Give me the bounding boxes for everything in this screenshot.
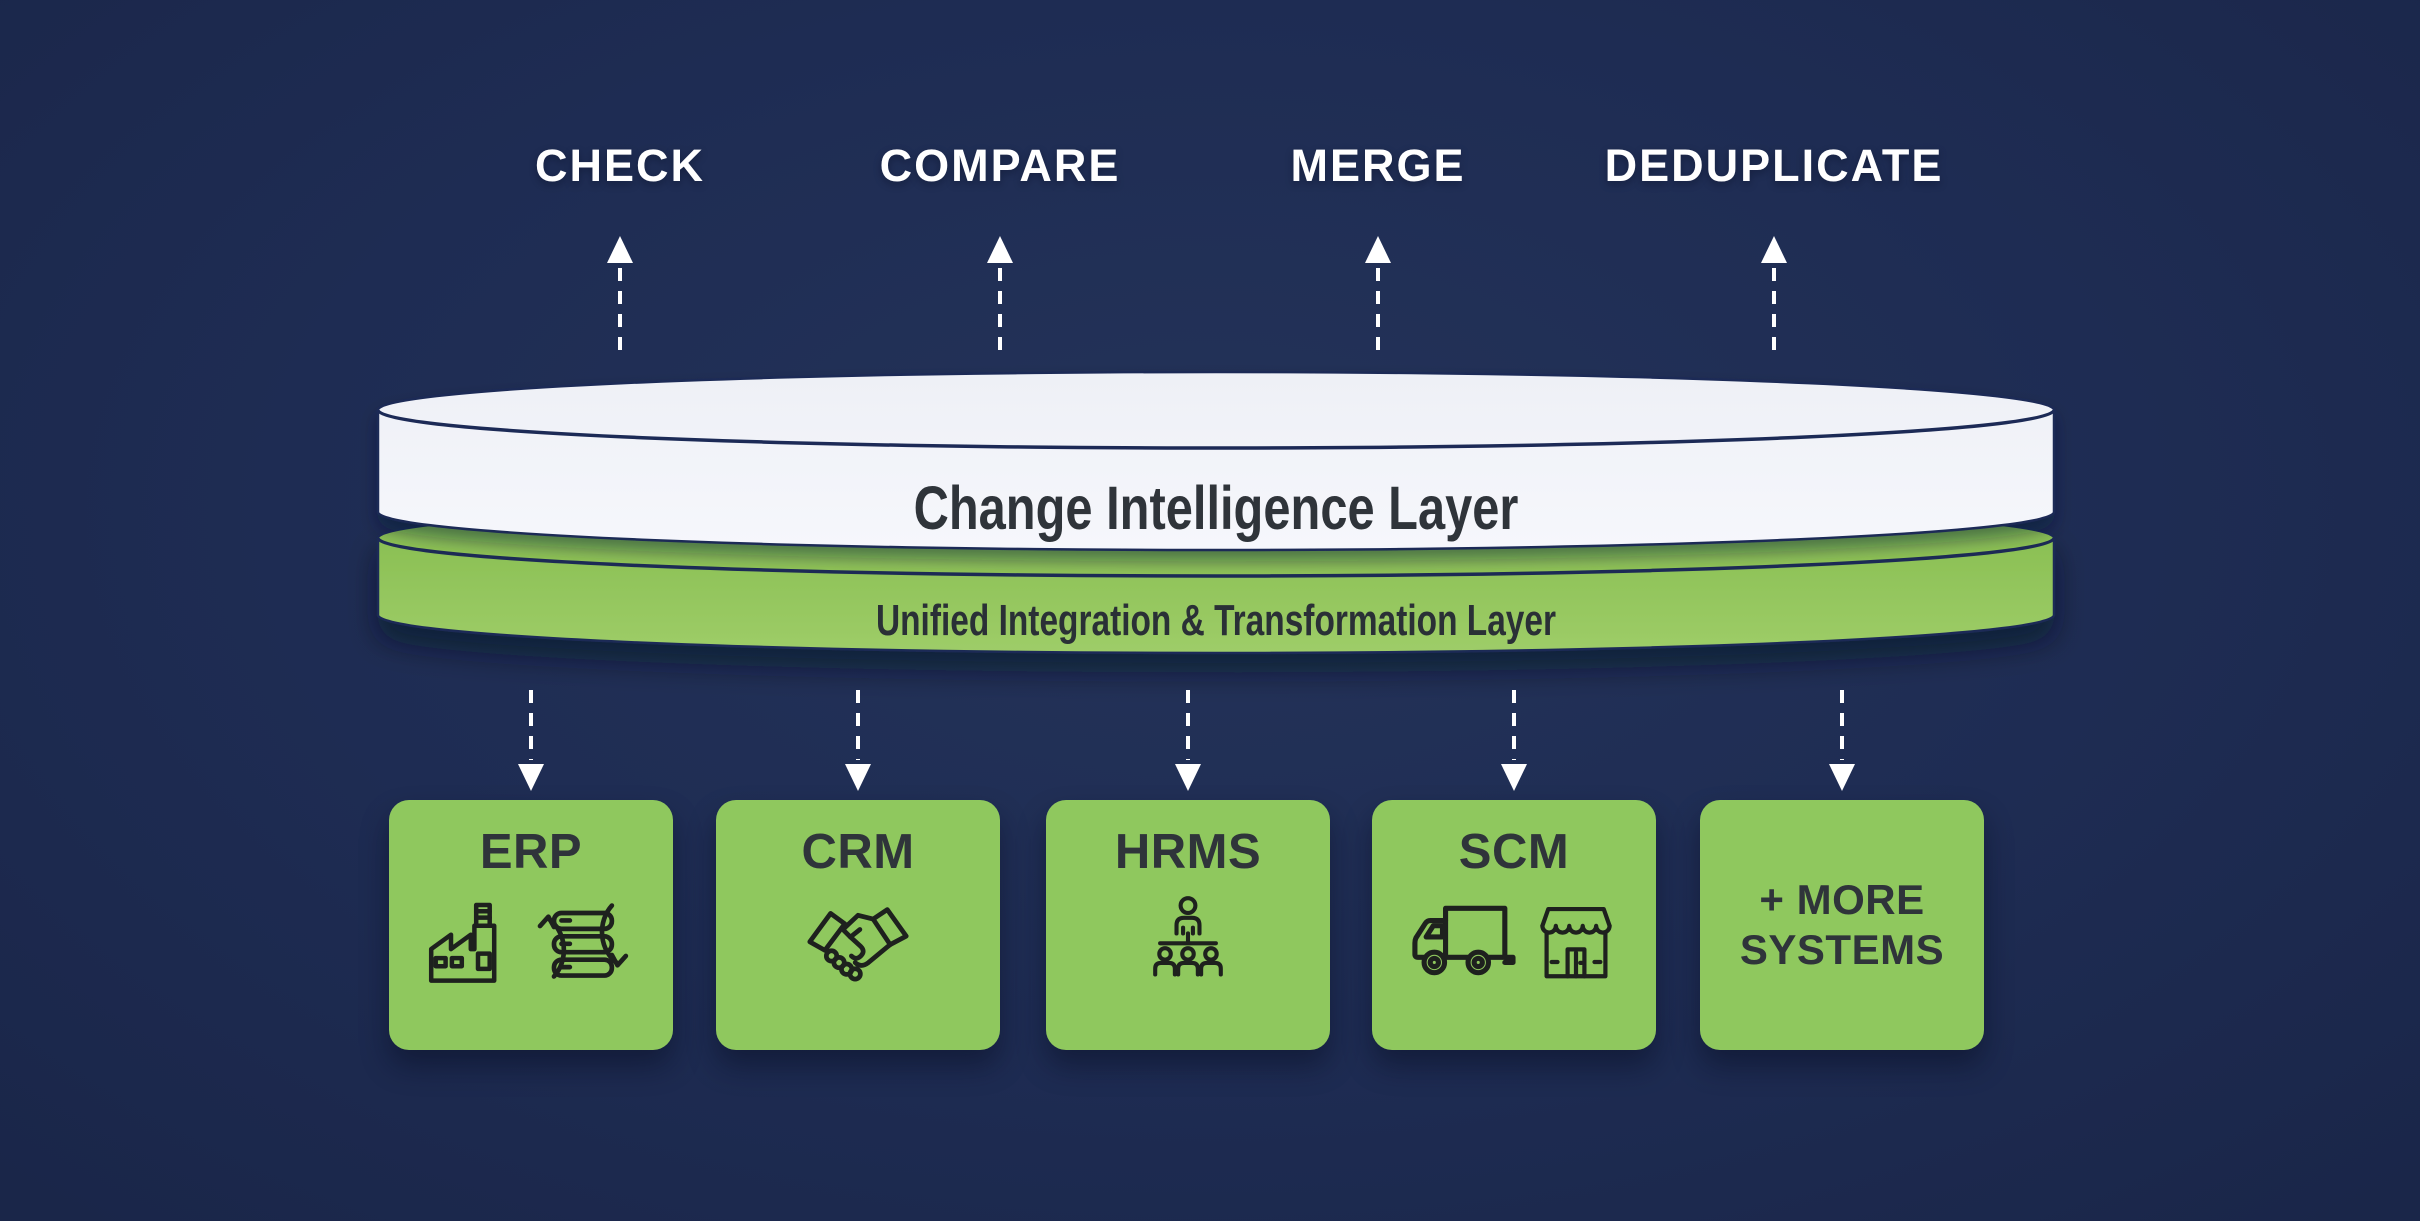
system-card-erp: ERP — [389, 800, 673, 1050]
system-card-hrms: HRMS — [1046, 800, 1330, 1050]
truck-icon — [1410, 894, 1522, 993]
up-arrow-check — [604, 236, 636, 356]
label-check: CHECK — [534, 140, 706, 191]
system-card-more-systems: + MORE SYSTEMS — [1700, 800, 1984, 1050]
system-label: CRM — [801, 825, 915, 879]
label-merge: MERGE — [1290, 140, 1466, 191]
integration-layer-title: Unified Integration & Transformation Lay… — [875, 596, 1557, 645]
down-arrow-scm — [1498, 688, 1530, 792]
down-arrow-erp — [515, 688, 547, 792]
sync-servers-icon — [526, 894, 638, 993]
system-label: SCM — [1458, 825, 1570, 879]
store-icon — [1534, 896, 1618, 991]
org-chart-icon — [1147, 894, 1229, 991]
system-label: HRMS — [1114, 825, 1262, 879]
system-card-scm: SCM — [1372, 800, 1656, 1050]
system-label: + MORE SYSTEMS — [1739, 876, 1945, 973]
handshake-icon — [806, 894, 910, 987]
down-arrow-more-systems — [1826, 688, 1858, 792]
down-arrow-crm — [842, 688, 874, 792]
system-card-crm: CRM — [716, 800, 1000, 1050]
label-deduplicate: DEDUPLICATE — [1604, 140, 1944, 191]
up-arrow-compare — [984, 236, 1016, 356]
up-arrow-deduplicate — [1758, 236, 1790, 356]
system-label: ERP — [479, 825, 583, 879]
label-compare: COMPARE — [879, 140, 1121, 191]
intelligence-layer-title: Change Intelligence Layer — [913, 474, 1519, 542]
up-arrow-merge — [1362, 236, 1394, 356]
factory-icon — [424, 896, 514, 991]
intelligence-disc — [376, 370, 2056, 552]
down-arrow-hrms — [1172, 688, 1204, 792]
